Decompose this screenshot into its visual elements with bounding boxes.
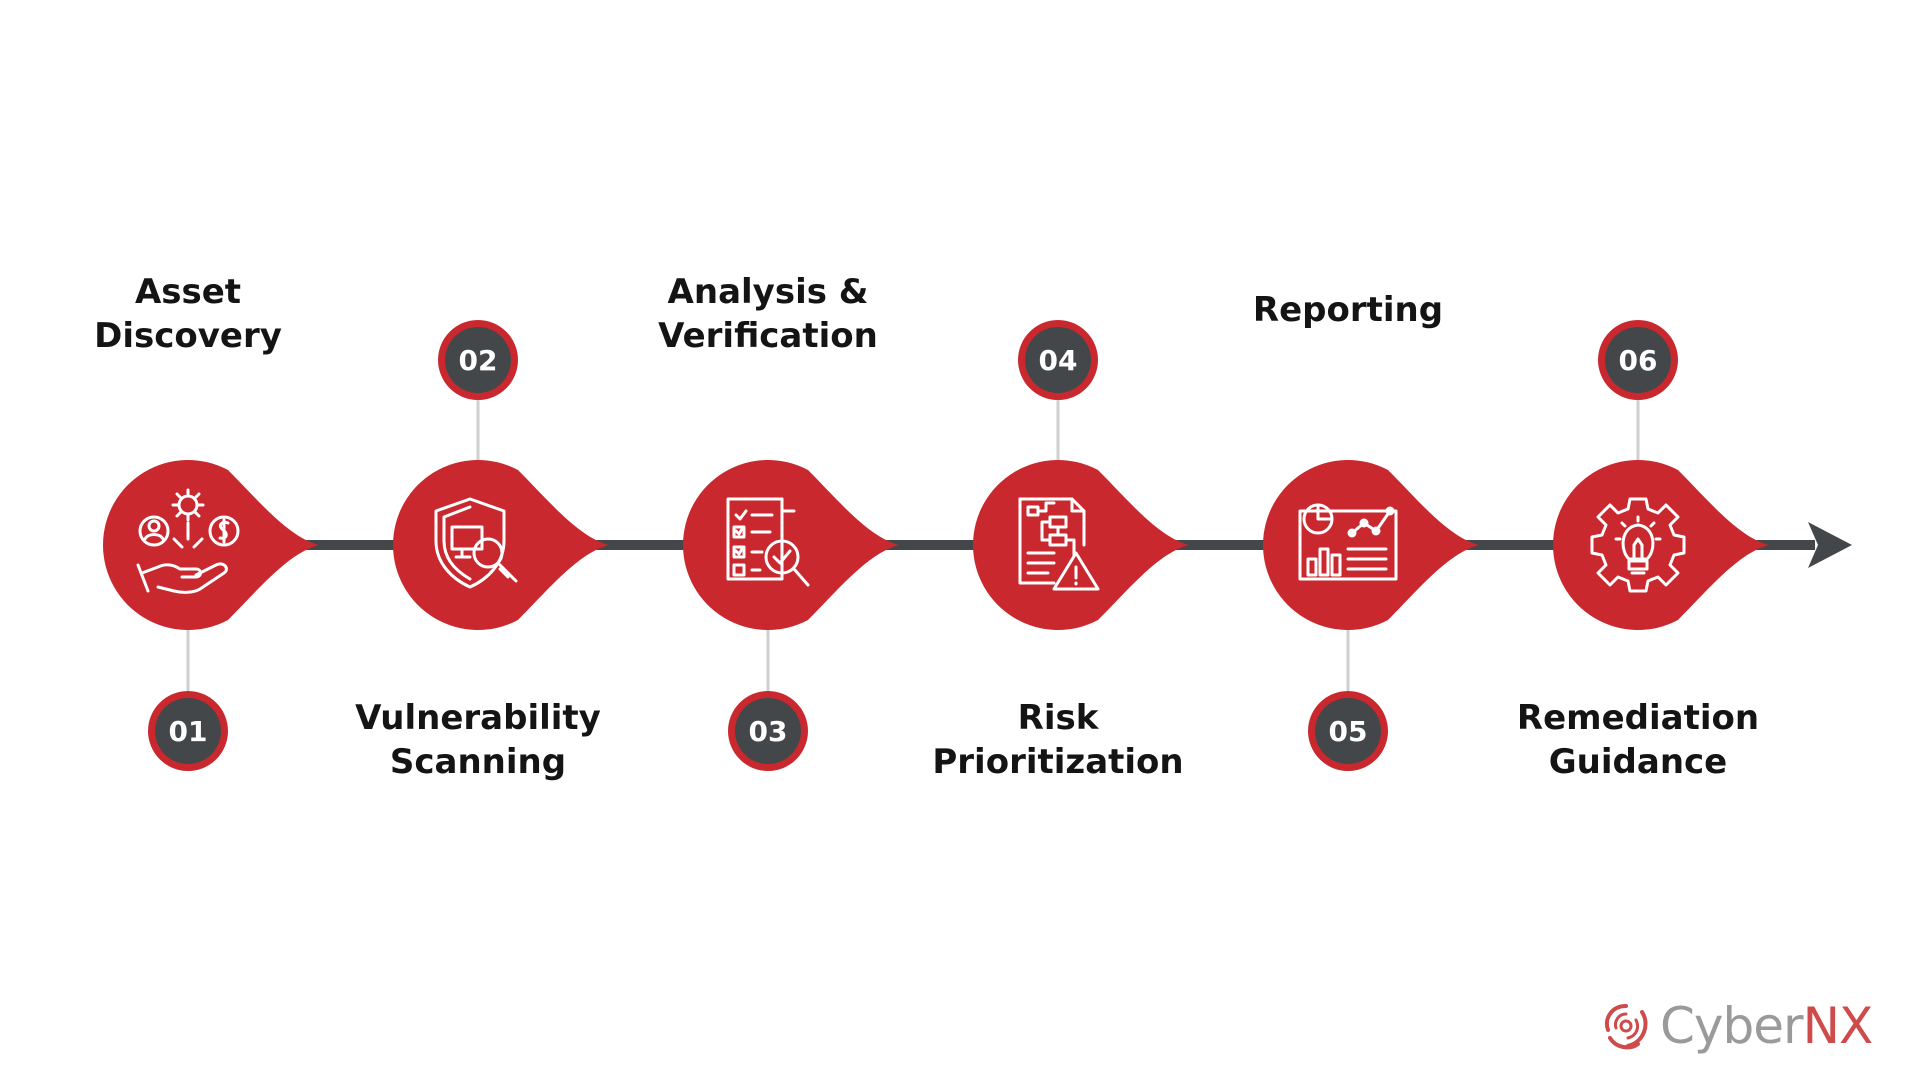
gear-lightbulb-icon bbox=[1590, 497, 1686, 593]
badge-core bbox=[445, 327, 511, 393]
step-number-badge: 04 bbox=[1018, 320, 1098, 400]
step-number-badge: 02 bbox=[438, 320, 518, 400]
step-number: 03 bbox=[749, 715, 788, 748]
step-number: 05 bbox=[1329, 715, 1368, 748]
step-title-line: Guidance bbox=[1548, 742, 1728, 782]
flowchart-warning-icon bbox=[1018, 497, 1100, 591]
cybernx-swirl-icon bbox=[1605, 1004, 1648, 1050]
report-analytics-icon bbox=[1298, 503, 1398, 581]
shield-scan-icon bbox=[434, 497, 518, 589]
badge-core bbox=[1605, 327, 1671, 393]
step-node bbox=[973, 460, 1189, 630]
step-06: 06 bbox=[1553, 320, 1769, 630]
brand-name-part1: Cyber bbox=[1660, 997, 1804, 1055]
timeline-arrow-head bbox=[1808, 522, 1852, 568]
step-title-line: Remediation bbox=[1516, 698, 1760, 738]
brand-name-part2: NX bbox=[1802, 997, 1874, 1055]
step-title-line: Risk bbox=[1017, 698, 1099, 738]
step-title-line: Scanning bbox=[389, 742, 567, 782]
step-05: 05 bbox=[1263, 460, 1479, 771]
step-number: 04 bbox=[1039, 344, 1078, 377]
asset-discovery-icon bbox=[136, 488, 240, 594]
step-number: 06 bbox=[1619, 344, 1658, 377]
step-title-line: Vulnerability bbox=[355, 698, 601, 738]
step-node bbox=[1553, 460, 1769, 630]
step-02: 02 bbox=[393, 320, 609, 631]
badge-core bbox=[1025, 327, 1091, 393]
step-number-badge: 01 bbox=[148, 691, 228, 771]
step-03: 03 bbox=[683, 460, 899, 771]
step-title: Reporting bbox=[1178, 288, 1518, 332]
step-04: 04 bbox=[973, 320, 1189, 630]
brand-name: CyberNX bbox=[1660, 994, 1874, 1058]
step-node bbox=[103, 460, 319, 630]
step-number-badge: 03 bbox=[728, 691, 808, 771]
step-title-line: Asset bbox=[134, 272, 242, 312]
step-number-badge: 06 bbox=[1598, 320, 1678, 400]
brand-logo: CyberNX bbox=[1598, 994, 1874, 1058]
badge-core bbox=[1315, 698, 1381, 764]
step-title: Analysis &Verification bbox=[598, 270, 938, 358]
badge-core bbox=[155, 698, 221, 764]
step-title-line: Reporting bbox=[1252, 290, 1444, 330]
step-number-badge: 05 bbox=[1308, 691, 1388, 771]
steps-layer: 01 02 03 04 05 06 bbox=[103, 320, 1769, 771]
step-title-line: Prioritization bbox=[932, 742, 1184, 782]
badge-core bbox=[735, 698, 801, 764]
step-title-line: Discovery bbox=[94, 316, 282, 356]
step-title-line: Analysis & bbox=[667, 272, 869, 312]
checklist-search-icon bbox=[726, 497, 810, 587]
step-title-line: Verification bbox=[658, 316, 878, 356]
step-number: 01 bbox=[169, 715, 208, 748]
step-number: 02 bbox=[459, 344, 498, 377]
step-01: 01 bbox=[103, 460, 319, 771]
step-node bbox=[1263, 460, 1479, 630]
